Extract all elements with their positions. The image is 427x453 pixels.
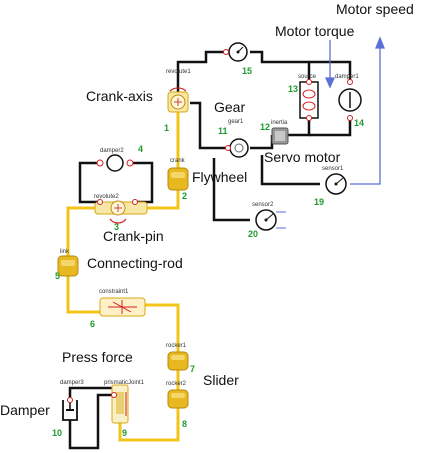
annotation-flywheel: Flywheel xyxy=(192,169,247,185)
node-number-11: 11 xyxy=(218,126,228,136)
component-labels: revolute1 crank damper2 revolute2 link c… xyxy=(60,69,359,387)
annotations: Motor speed Motor torque Crank-axis Gear… xyxy=(0,1,414,418)
sensor2-speed[interactable] xyxy=(255,209,286,231)
crank-body[interactable] xyxy=(167,167,189,191)
wire-gear-inertia xyxy=(250,135,274,150)
annotation-servo-motor: Servo motor xyxy=(264,149,341,165)
annotation-motor-torque: Motor torque xyxy=(275,23,355,39)
signal-wires xyxy=(324,36,385,185)
label-link: link xyxy=(60,249,70,255)
node-number-19: 19 xyxy=(314,197,324,207)
annotation-gear: Gear xyxy=(214,99,245,115)
rocker1-body[interactable] xyxy=(167,351,189,371)
label-rocker1: rocker1 xyxy=(166,343,187,349)
torque-source[interactable] xyxy=(299,81,319,119)
annotation-crank-axis: Crank-axis xyxy=(86,88,153,104)
wire-sensor15-right xyxy=(250,50,352,82)
wire-source-damper1 xyxy=(309,118,352,137)
label-sensor1: sensor1 xyxy=(322,166,344,172)
wire-inertia-source xyxy=(288,118,311,137)
sensor1-speed[interactable] xyxy=(325,173,347,195)
label-gear1: gear1 xyxy=(228,119,244,125)
node-number-2: 2 xyxy=(182,191,187,201)
annotation-crank-pin: Crank-pin xyxy=(103,228,164,244)
arrow-motor-speed xyxy=(375,36,385,49)
damper1-element[interactable] xyxy=(338,79,362,121)
node-number-20: 20 xyxy=(248,229,258,239)
link-link-to-constraint xyxy=(66,273,100,314)
revolute1-joint[interactable] xyxy=(167,87,189,113)
label-damper3: damper3 xyxy=(60,380,84,386)
flange-markers xyxy=(67,49,312,403)
wire-crankaxis-top xyxy=(176,50,226,95)
annotation-motor-speed: Motor speed xyxy=(336,1,414,17)
label-inertia: inertia xyxy=(271,120,288,126)
wire-gear-sensor19 xyxy=(260,155,320,186)
wire-damper2-revolute2 xyxy=(130,161,154,204)
link-constraint-to-rocker1 xyxy=(145,303,180,352)
label-constraint1: constraint1 xyxy=(99,289,129,295)
wire-prismatic-damper3 xyxy=(68,393,114,450)
label-crank: crank xyxy=(170,158,186,164)
label-rocker2: rocker2 xyxy=(166,381,187,387)
label-revolute1: revolute1 xyxy=(166,69,191,75)
label-source: source xyxy=(298,74,317,80)
wire-gear-sensor20 xyxy=(212,158,250,222)
node-number-5: 5 xyxy=(55,271,60,281)
label-sensor2: sensor2 xyxy=(252,202,274,208)
inertia-element[interactable] xyxy=(271,127,289,145)
node-number-14: 14 xyxy=(354,118,364,128)
label-prismatic-joint1: prismaticJoint1 xyxy=(104,380,145,386)
node-number-7: 7 xyxy=(190,364,195,374)
label-revolute2: revolute2 xyxy=(94,194,119,200)
node-number-8: 8 xyxy=(182,419,187,429)
rocker2-body[interactable] xyxy=(167,389,189,409)
damper2-element[interactable] xyxy=(96,154,134,172)
node-number-12: 12 xyxy=(260,122,270,132)
node-number-15: 15 xyxy=(242,66,252,76)
label-damper1: damper1 xyxy=(335,74,359,80)
wire-crankaxis-gear xyxy=(190,101,228,150)
node-number-13: 13 xyxy=(288,84,298,94)
annotation-press-force: Press force xyxy=(62,349,133,365)
sensor-speed-15[interactable] xyxy=(228,42,248,62)
mechanical-links xyxy=(66,112,180,442)
revolute2-joint[interactable] xyxy=(94,200,148,224)
annotation-damper: Damper xyxy=(0,402,50,418)
node-number-4: 4 xyxy=(138,144,143,154)
wire-damper3-top xyxy=(68,386,114,400)
node-number-3: 3 xyxy=(114,222,119,232)
signal-motor-speed xyxy=(350,44,381,185)
link-crank-to-revolute2 xyxy=(147,190,180,210)
prismatic-joint[interactable] xyxy=(111,384,129,424)
link-rocker2-to-prismatic xyxy=(118,408,180,442)
gear1-element[interactable] xyxy=(229,138,249,158)
link-revolute2-to-link xyxy=(66,206,95,258)
node-number-9: 9 xyxy=(122,428,127,438)
constraint1-joint[interactable] xyxy=(99,297,146,317)
node-number-1: 1 xyxy=(164,123,169,133)
wire-revolute2-damper2 xyxy=(78,161,100,204)
link-body[interactable] xyxy=(57,255,79,277)
label-damper2: damper2 xyxy=(100,148,124,154)
annotation-connecting-rod: Connecting-rod xyxy=(87,255,183,271)
annotation-slider: Slider xyxy=(203,372,239,388)
arrow-motor-torque xyxy=(324,77,336,89)
node-number-10: 10 xyxy=(52,428,62,438)
node-number-6: 6 xyxy=(90,319,95,329)
node-numbers: 1 2 3 4 5 6 7 8 9 10 11 12 13 14 15 19 2… xyxy=(52,66,364,438)
rotational-wires xyxy=(68,50,352,450)
